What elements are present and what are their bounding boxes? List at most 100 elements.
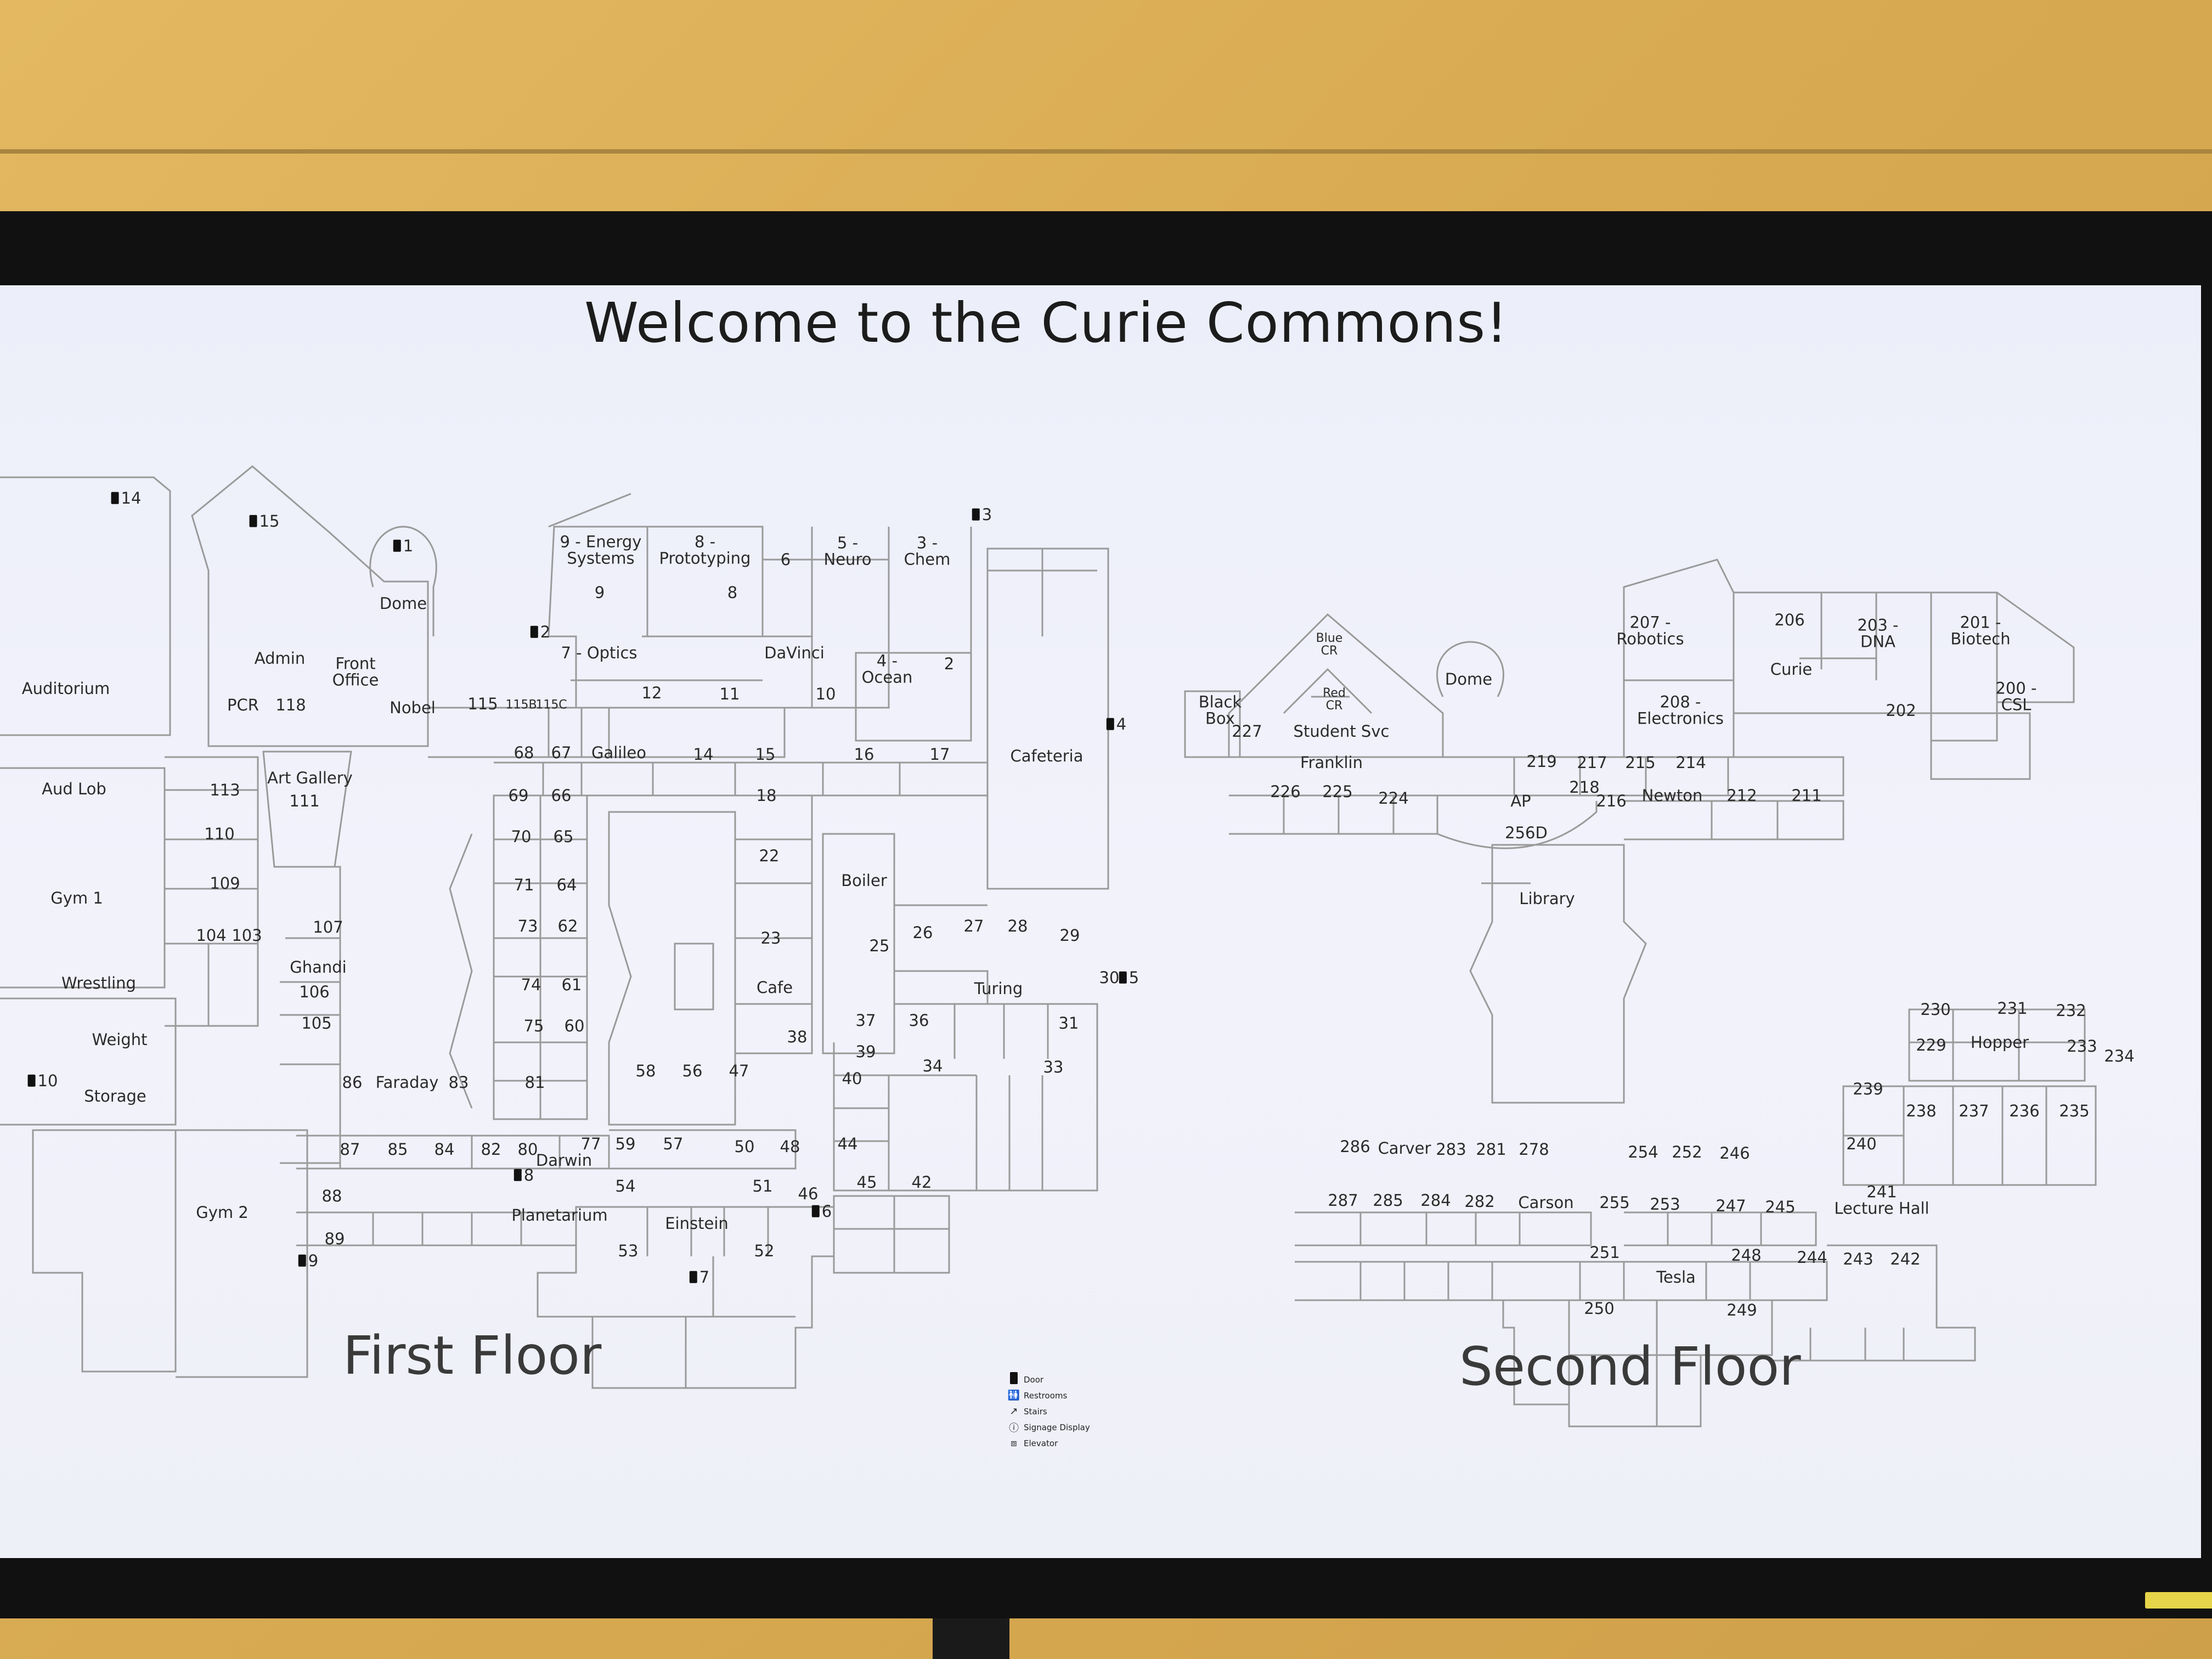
floor-plan-lines: [0, 465, 2097, 1427]
room-label-carver: Carver: [1378, 1138, 1431, 1158]
turing-block: [833, 1003, 1098, 1192]
room-label-r33: 33: [1043, 1057, 1064, 1076]
room-label-r75: 75: [523, 1016, 544, 1035]
room-label-r6: 6: [780, 550, 791, 569]
auditorium-outline: [0, 476, 171, 736]
room-label-r12: 12: [641, 683, 662, 702]
door-icon: [249, 515, 257, 527]
room-label-r23: 23: [760, 928, 781, 947]
room-label-r286: 286: [1340, 1137, 1370, 1156]
room-label-cafeteria: Cafeteria: [1010, 746, 1084, 765]
admin-roof: [191, 465, 429, 747]
room-label-aud-lob: Aud Lob: [42, 779, 106, 798]
room-label-r74: 74: [521, 975, 541, 994]
door-marker: 2: [530, 622, 551, 641]
first-floor-label: First Floor: [343, 1325, 602, 1386]
room-label-electronics: 208 - Electronics: [1637, 692, 1724, 728]
room-label-csl: 200 - CSL: [1995, 679, 2037, 714]
room-label-r85: 85: [387, 1139, 408, 1159]
hopper-row: [1908, 1008, 2086, 1082]
door-marker: 3: [972, 506, 992, 523]
room-label-r40: 40: [842, 1069, 862, 1088]
door-marker: 14: [111, 488, 142, 507]
ocean-room: [855, 652, 972, 742]
room-label-optics: 7 - Optics: [561, 643, 637, 662]
room-label-r256d: 256D: [1505, 823, 1548, 842]
room-label-r226: 226: [1270, 782, 1301, 801]
room-label-r80: 80: [517, 1139, 538, 1159]
room-label-dome: Dome: [379, 594, 427, 613]
room-label-r284: 284: [1420, 1190, 1451, 1210]
room-label-r37: 37: [855, 1011, 876, 1030]
room-label-r47: 47: [729, 1061, 749, 1080]
room-label-r82: 82: [481, 1139, 501, 1159]
room-label-r232: 232: [2056, 1001, 2086, 1020]
door-marker: 15: [249, 512, 279, 529]
door-number: 14: [121, 488, 142, 507]
dome-outline: [369, 526, 437, 636]
room-label-r61: 61: [561, 975, 582, 994]
room-label-biotech: 201 - Biotech: [1950, 613, 2011, 648]
room-label-r89: 89: [324, 1229, 345, 1248]
room-label-r118: 118: [275, 695, 306, 714]
room-label-r211: 211: [1791, 786, 1822, 805]
room-label-r252: 252: [1672, 1142, 1702, 1161]
door-icon: [27, 1075, 36, 1087]
room-label-r235: 235: [2059, 1101, 2090, 1120]
door-marker: 10: [27, 1072, 58, 1089]
room-label-r278: 278: [1519, 1139, 1549, 1159]
room-label-ghandi: Ghandi: [290, 957, 347, 977]
room-label-r15: 15: [755, 744, 776, 764]
room-label-r64: 64: [556, 875, 577, 894]
room-label-r30: 30: [1099, 968, 1120, 987]
room-label-r103: 103: [232, 926, 262, 945]
room-label-energy: 9 - Energy Systems: [560, 532, 642, 568]
room-label-r50: 50: [734, 1137, 755, 1156]
page-title: Welcome to the Curie Commons!: [584, 291, 1509, 355]
room-label-r10: 10: [815, 684, 836, 703]
room-label-r73: 73: [517, 916, 538, 935]
room-label-pcr: PCR: [227, 695, 259, 714]
room-label-r236: 236: [2009, 1101, 2040, 1120]
room-label-r48: 48: [780, 1137, 800, 1156]
room-label-wrestling: Wrestling: [61, 973, 136, 992]
room-label-r45: 45: [856, 1172, 877, 1192]
room-label-planetarium: Planetarium: [511, 1205, 608, 1224]
door-marker: 4: [1106, 714, 1127, 733]
room-label-r248: 248: [1731, 1245, 1762, 1265]
monitor-stand: [933, 1618, 1009, 1659]
room-label-r57: 57: [663, 1134, 684, 1153]
room-label-r250: 250: [1584, 1299, 1615, 1318]
room-label-r287: 287: [1328, 1190, 1358, 1210]
room-label-r2: 2: [944, 654, 955, 673]
room-label-r245: 245: [1765, 1197, 1796, 1216]
room-label-r227: 227: [1232, 721, 1262, 741]
room-label-r87: 87: [340, 1139, 360, 1159]
student-svc-roof: [1228, 613, 1444, 758]
room-label-r65: 65: [553, 827, 574, 846]
carver-row: [1295, 1211, 1592, 1246]
room-label-lecture-hall: 241 Lecture Hall: [1834, 1182, 1929, 1218]
map-legend: Door 🚻 Restrooms ↗ Stairs ⓘ Signage Disp…: [1004, 1372, 1090, 1451]
room-label-r219: 219: [1526, 752, 1557, 771]
room-label-r224: 224: [1378, 788, 1409, 808]
room-label-faraday: Faraday: [375, 1073, 439, 1092]
lecture-hall-block: [1772, 1244, 1976, 1362]
room-label-gym1: Gym 1: [50, 888, 103, 907]
rooms-239-235: [1842, 1085, 2097, 1186]
door-number: 5: [1128, 968, 1139, 987]
legend-label: Stairs: [1024, 1406, 1047, 1417]
carson-row: [1295, 1261, 1828, 1301]
room-label-r215: 215: [1625, 753, 1656, 772]
door-marker: 9: [298, 1252, 318, 1269]
door-icon: [972, 509, 980, 521]
door-number: 2: [540, 622, 551, 641]
rooms-254-246: [1624, 1211, 1817, 1246]
room-label-r240: 240: [1846, 1134, 1877, 1153]
door-number: 4: [1116, 714, 1127, 733]
room-label-r206: 206: [1774, 610, 1805, 629]
room-label-r111: 111: [289, 791, 320, 810]
room-label-r225: 225: [1322, 782, 1353, 801]
powered-by-tag: [2145, 1592, 2212, 1609]
room-label-r77: 77: [580, 1134, 601, 1153]
